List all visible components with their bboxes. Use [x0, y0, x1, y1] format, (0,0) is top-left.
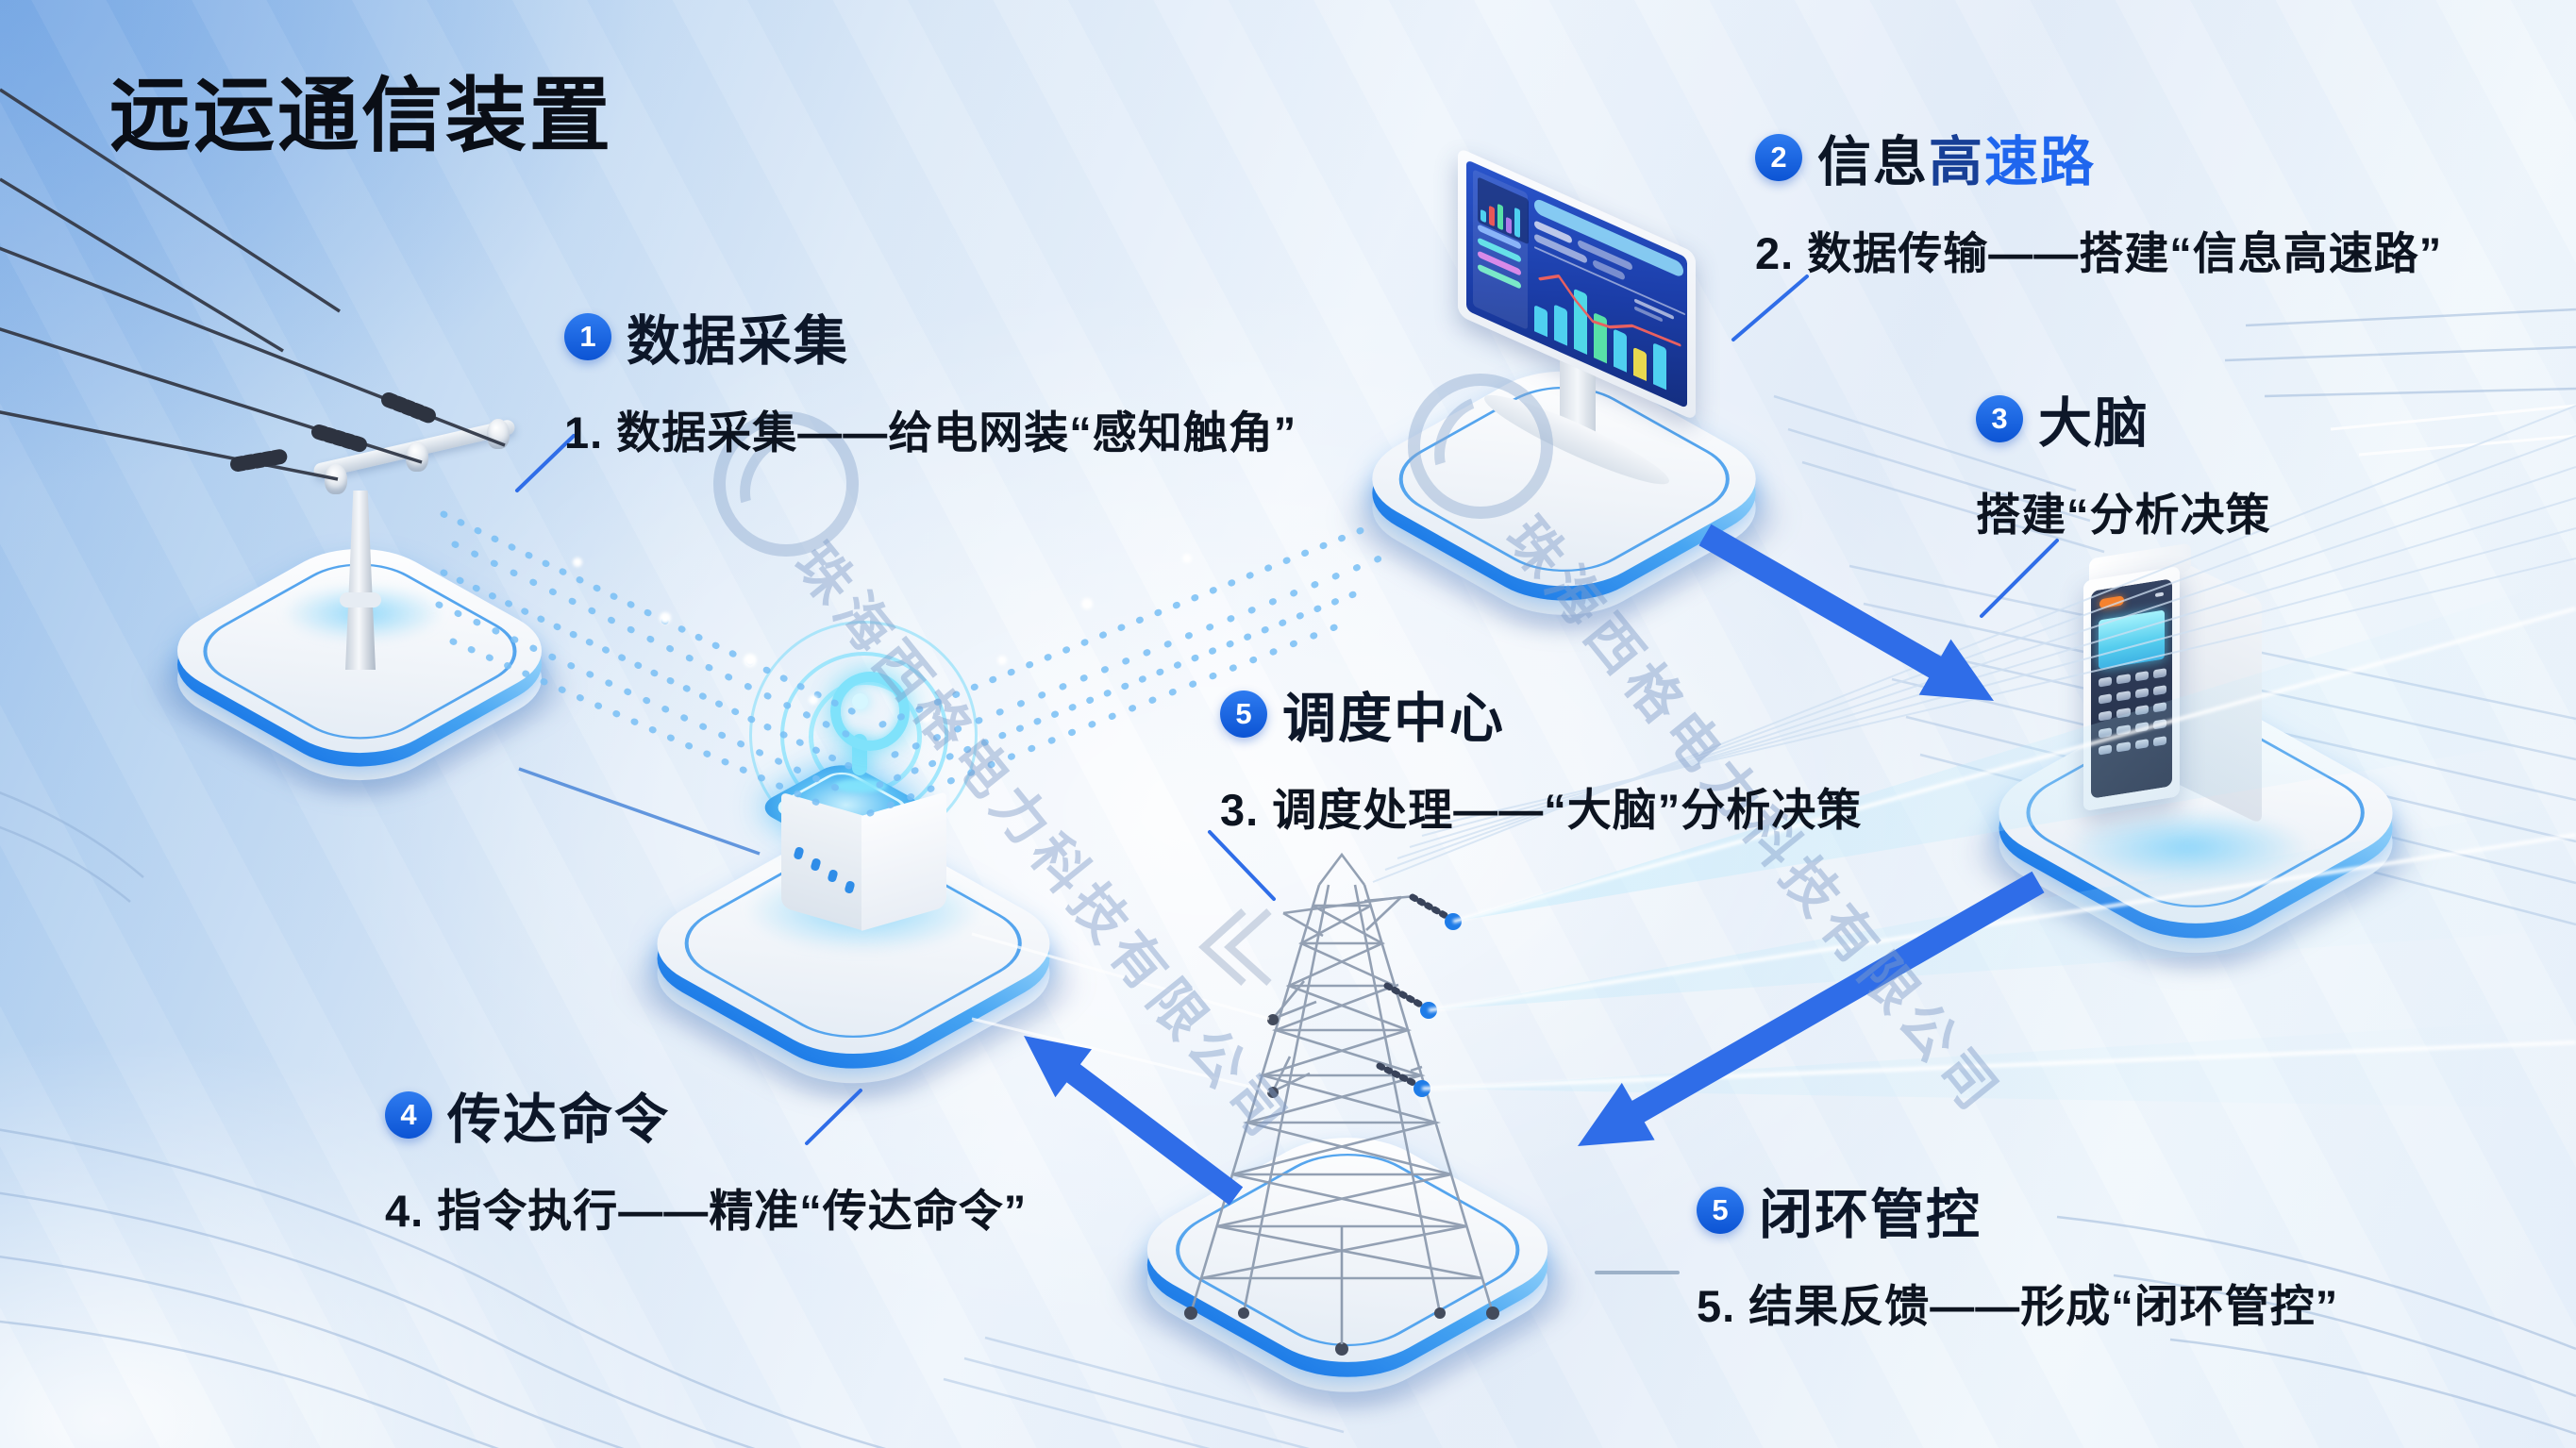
step5b-title: 闭环管控: [1759, 1185, 1982, 1245]
step-block-dispatch-center: 5 调度中心 3. 调度处理——“大脑”分析决策: [1220, 675, 1862, 839]
step1-subtitle: 1. 数据采集——给电网装“感知触角”: [564, 408, 1297, 458]
page-title: 远运通信装置: [109, 71, 613, 161]
step4-subtitle: 4. 指令执行——精准“传达命令”: [385, 1186, 1028, 1236]
transmission-tower-icon: [1189, 852, 1495, 1314]
step4-title: 传达命令: [447, 1090, 670, 1150]
arrow-server-to-tower-icon: [1578, 871, 2045, 1146]
data-stream-dots-icon: [435, 510, 1383, 817]
step3-badge: 3: [1976, 395, 2023, 442]
step-block-brain: 3 大脑 搭建“分析决策: [1976, 380, 2271, 543]
step1-badge: 1: [564, 313, 611, 360]
step-block-data-collection: 1 数据采集 1. 数据采集——给电网装“感知触角”: [564, 298, 1296, 461]
wire-insulator-stacks-icon: [230, 392, 440, 472]
leader-step2: [1731, 275, 1809, 341]
step2-subtitle: 2. 数据传输——搭建“信息高速路”: [1755, 228, 2443, 278]
leader-step3: [1980, 539, 2059, 618]
step-block-command: 4 传达命令 4. 指令执行——精准“传达命令”: [385, 1076, 1027, 1240]
arrow-monitor-to-server-icon: [1698, 524, 1994, 701]
flow-arrows: [1024, 524, 2045, 1206]
tower-joint-dots: [1184, 1014, 1499, 1356]
wire-endpoint-dots: [1413, 913, 1462, 1097]
leader-lines: [515, 275, 2059, 1145]
chevron-decor-icon: [1198, 908, 1272, 986]
step-block-closed-loop: 5 闭环管控 5. 结果反馈——形成“闭环管控”: [1697, 1172, 2338, 1335]
step-block-info-highway: 2 信息高速路 2. 数据传输——搭建“信息高速路”: [1755, 119, 2442, 282]
step5b-badge: 5: [1697, 1187, 1744, 1234]
glow-dots-icon: [573, 554, 1192, 723]
step5c-badge: 5: [1220, 691, 1267, 738]
leader-step5-center: [1208, 830, 1276, 901]
leader-step1: [515, 434, 576, 492]
step2-badge: 2: [1755, 134, 1802, 181]
leader-step4: [805, 1089, 862, 1145]
step3-subtitle: 搭建“分析决策: [1976, 490, 2271, 540]
step5b-subtitle: 5. 结果反馈——形成“闭环管控”: [1697, 1281, 2339, 1331]
step4-badge: 4: [385, 1091, 432, 1139]
tower-insulator-strings: [1376, 893, 1453, 1089]
platform-link-line: [518, 767, 761, 856]
step1-title: 数据采集: [627, 311, 849, 372]
dashboard-monitor-illustration: [1458, 147, 1696, 498]
step3-title: 大脑: [2038, 393, 2149, 454]
step2-title: 信息高速路: [1817, 132, 2096, 192]
arrow-tower-to-sensor-icon: [1024, 1036, 1244, 1206]
step5c-subtitle: 3. 调度处理——“大脑”分析决策: [1220, 785, 1863, 835]
step5c-title: 调度中心: [1282, 689, 1505, 749]
